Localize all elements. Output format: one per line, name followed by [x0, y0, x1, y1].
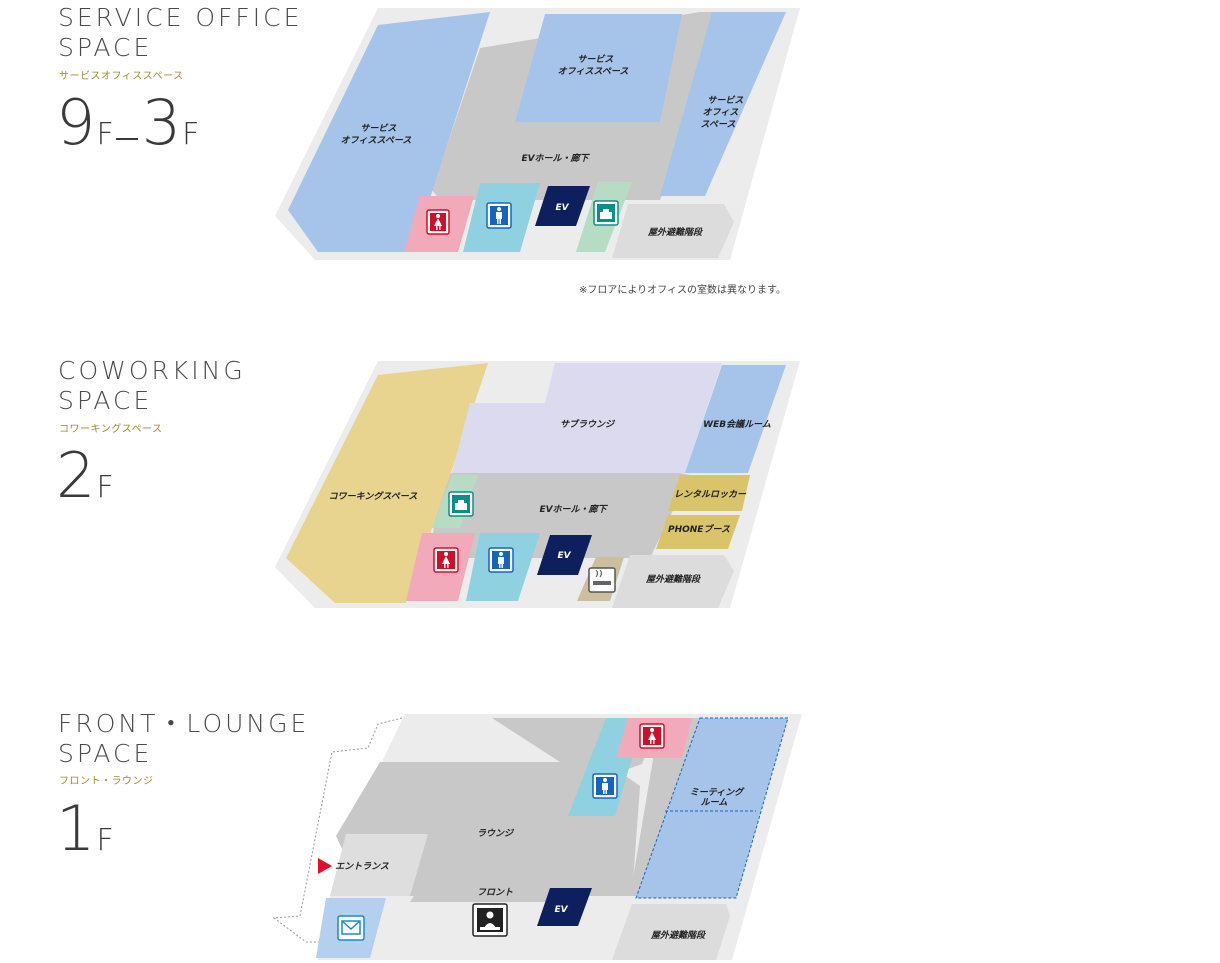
- female-restroom-icon: [433, 547, 459, 573]
- elevator: [537, 888, 592, 926]
- office-room-center: [515, 14, 682, 122]
- room-label-office-left: サービス オフィススペース: [341, 123, 412, 146]
- room-label-office-center: サービス オフィススペース: [558, 54, 629, 77]
- female-restroom-icon: [639, 723, 665, 749]
- front-label: フロント: [477, 887, 513, 898]
- section-title: FRONT・LOUNGE SPACE: [58, 709, 310, 768]
- floor-plan-2f: コワーキングスペース サブラウンジ WEB会議ルーム EVホール・廊下 レンタル…: [275, 361, 800, 608]
- room-label-lounge: ラウンジ: [477, 828, 515, 839]
- male-restroom-icon: [488, 547, 514, 573]
- mailbox-icon: [337, 915, 365, 941]
- floor-to: 3: [141, 86, 181, 159]
- stairs-label: 屋外避難階段: [647, 227, 703, 238]
- reception-icon: [472, 903, 508, 937]
- coworking-section: COWORKING SPACE コワーキングスペース 2F コワーキングスペース…: [0, 353, 1220, 623]
- room-label-web-meeting: WEB会議ルーム: [703, 419, 771, 430]
- elevator-label: EV: [555, 203, 569, 213]
- section-title: COWORKING SPACE: [58, 356, 246, 415]
- section-title: SERVICE OFFICE SPACE: [58, 3, 303, 62]
- rental-locker: [668, 475, 750, 511]
- section-subtitle: フロント・ラウンジ: [59, 776, 154, 787]
- room-label-sub-lounge: サブラウンジ: [560, 419, 616, 430]
- room-label-hall: EVホール・廊下: [539, 504, 608, 515]
- floor-note: ※フロアによりオフィスの室数は異なります。: [579, 285, 786, 296]
- room-label-hall: EVホール・廊下: [521, 153, 590, 164]
- coworking-room: [286, 363, 488, 603]
- office-room-right: [660, 12, 786, 196]
- elevator: [537, 535, 592, 575]
- stairs-label: 屋外避難階段: [645, 574, 701, 585]
- outdoor-stairs: [612, 204, 734, 258]
- entrance-area: [330, 834, 428, 896]
- phone-booth: [656, 515, 740, 549]
- office-room-left: [288, 12, 490, 252]
- elevator-label: EV: [554, 905, 568, 915]
- kitchen-icon: [593, 200, 619, 226]
- sub-lounge-room: [452, 363, 722, 473]
- floor-unit: F: [96, 470, 114, 505]
- room-label-meeting: ミーティング ルーム: [690, 787, 747, 808]
- entrance-label: エントランス: [335, 861, 389, 872]
- outdoor-stairs: [612, 904, 730, 960]
- kitchen-icon: [448, 491, 474, 517]
- front-lounge-section: FRONT・LOUNGE SPACE フロント・ラウンジ 1F ミーティング ル…: [0, 706, 1220, 963]
- floor-value: 2: [56, 439, 95, 512]
- floor-number: 2F: [56, 445, 114, 507]
- floor-plan-1f: ミーティング ルーム ラウンジ エントランス フロント EV 屋外避難階段: [272, 714, 802, 960]
- room-label-office-right: サービス オフィス スペース: [701, 95, 747, 130]
- corridor: [630, 718, 700, 896]
- elevator: [535, 186, 590, 226]
- meeting-room: [635, 717, 789, 899]
- female-restroom-icon: [426, 209, 450, 235]
- exterior-boundary: [272, 717, 403, 943]
- outdoor-stairs: [612, 555, 734, 608]
- male-restroom-icon: [486, 202, 512, 229]
- room-label-phone-booth: PHONEブース: [668, 524, 730, 535]
- floor-range-separator: [115, 138, 138, 140]
- floor-unit: F: [182, 117, 200, 152]
- entrance-arrow-icon: [318, 858, 332, 874]
- floor-from: 9: [56, 86, 95, 159]
- male-restroom-icon: [592, 773, 618, 799]
- floor-value: 1: [56, 792, 95, 865]
- stairs-label: 屋外避難階段: [650, 930, 706, 941]
- elevator-label: EV: [557, 551, 571, 561]
- room-label-coworking: コワーキングスペース: [329, 491, 418, 502]
- section-subtitle: コワーキングスペース: [59, 424, 163, 435]
- floor-unit: F: [96, 117, 114, 152]
- floor-number: 1F: [56, 798, 114, 860]
- smoking-area-icon: [588, 567, 616, 593]
- floor-unit: F: [96, 823, 114, 858]
- floor-plan-9f-3f: サービス オフィススペース サービス オフィススペース サービス オフィス スペ…: [275, 8, 800, 260]
- room-label-locker: レンタルロッカー: [674, 489, 747, 500]
- section-subtitle: サービスオフィススペース: [59, 71, 184, 82]
- web-meeting-room: [685, 365, 786, 473]
